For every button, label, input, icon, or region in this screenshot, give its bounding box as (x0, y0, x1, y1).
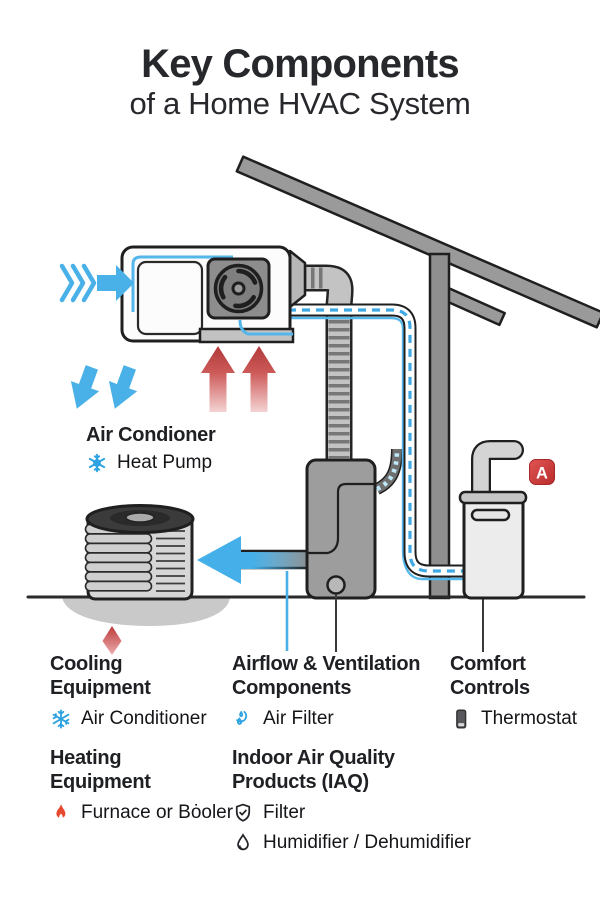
refrigerant-line (288, 303, 463, 581)
unit-label: Air Condioner Heat Pump (86, 423, 216, 474)
flame-icon (56, 804, 66, 820)
cooling-pointer-diamond (102, 626, 122, 655)
header: Key Components of a Home HVAC System (0, 0, 600, 122)
snowflake-icon (52, 709, 70, 729)
heat-arrows-up (201, 346, 276, 412)
water-heater (458, 440, 528, 600)
unit-label-title: Air Condioner (86, 424, 216, 446)
roof-beam (235, 155, 600, 329)
legend-comfort-item: Thermostat (481, 708, 578, 729)
legend-cooling-item: Air Conditioner (81, 708, 207, 729)
heat-pump-snowflake-icon (88, 453, 106, 473)
shield-check-icon (235, 803, 251, 822)
legend-iaq-item-humidifier: Humidifier / Dehumidifier (263, 832, 472, 853)
droplet-icon (237, 833, 249, 851)
air-handler-unit (120, 245, 307, 344)
page-title: Key Components (141, 42, 460, 86)
duct-cone (288, 249, 307, 309)
legend-airflow-item: Air Filter (263, 708, 334, 729)
airflow-arrow-left (197, 536, 306, 584)
legend-iaq-item-filter: Filter (263, 802, 306, 823)
condenser-unit (84, 504, 195, 601)
unit-label-item: Heat Pump (117, 452, 213, 473)
hvac-diagram: A (26, 155, 600, 655)
legend-heating-item: Furnace or Bȯoler (81, 802, 234, 823)
drain-hose (374, 448, 403, 495)
page-subtitle: of a Home HVAC System (129, 86, 471, 121)
roof-eave (442, 286, 506, 327)
svg-text:A: A (536, 465, 548, 483)
ground-mound (62, 597, 230, 626)
furnace (305, 458, 377, 600)
air-filter-icon (236, 710, 248, 725)
thermostat-icon (456, 709, 467, 729)
intake-air-arrow (59, 263, 134, 303)
supply-air-arrows (70, 365, 138, 409)
marker-a-badge: A (529, 459, 555, 485)
support-post (428, 252, 451, 600)
